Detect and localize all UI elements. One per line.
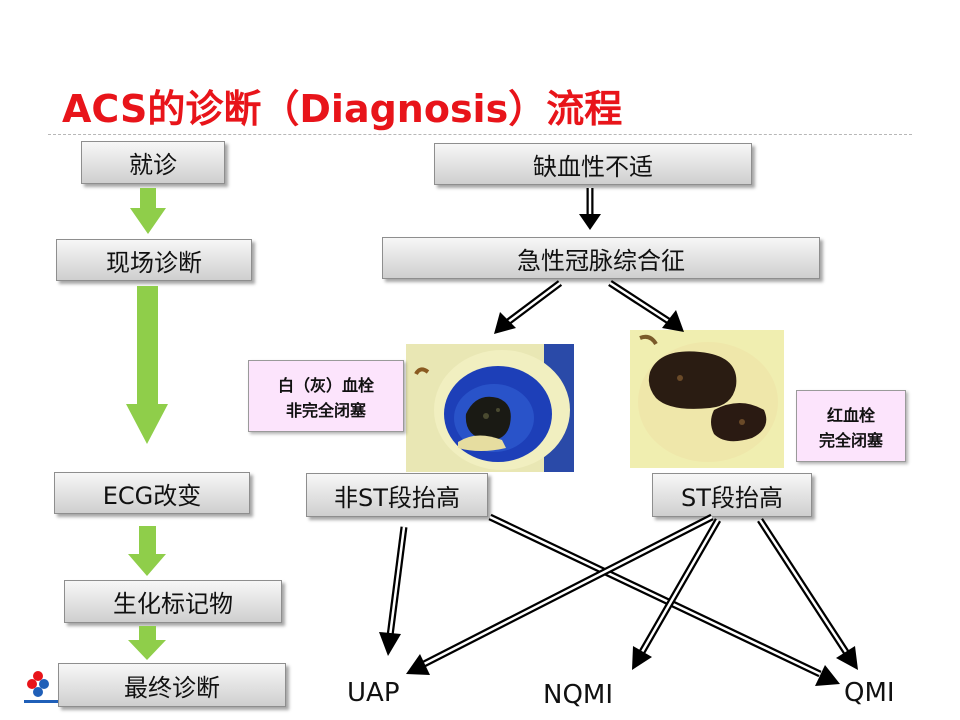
arrow-st-to-uap <box>406 513 714 675</box>
white-thrombus-label: 白（灰）血栓 非完全闭塞 <box>248 360 404 432</box>
arrow-top-to-acs <box>579 188 601 230</box>
green-arrow-1 <box>130 188 166 234</box>
outcome-uap: UAP <box>347 678 400 708</box>
step-field-diagnosis: 现场诊断 <box>56 239 252 281</box>
red-thrombus-label: 红血栓 完全闭塞 <box>796 390 906 462</box>
title-divider <box>48 134 912 135</box>
green-arrows <box>126 188 168 660</box>
outcome-nqmi: NQMI <box>543 680 614 710</box>
step-ecg-change: ECG改变 <box>54 472 250 514</box>
black-arrows <box>379 188 858 686</box>
step-visit: 就诊 <box>81 141 225 184</box>
outcome-qmi: QMI <box>844 678 895 708</box>
red-thrombus-label-line2: 完全闭塞 <box>818 430 883 450</box>
box-ischemic-discomfort: 缺血性不适 <box>434 143 752 185</box>
green-arrow-3 <box>128 526 166 576</box>
step-biomarkers: 生化标记物 <box>64 580 282 623</box>
box-non-st-elevation: 非ST段抬高 <box>306 473 488 517</box>
red-thrombus-image <box>630 330 784 468</box>
page-title: ACS的诊断（Diagnosis）流程 <box>62 87 623 131</box>
white-thrombus-label-line2: 非完全闭塞 <box>285 400 366 420</box>
box-st-elevation: ST段抬高 <box>652 473 812 517</box>
logo-icon <box>24 671 58 703</box>
arrow-nonst-to-qmi <box>488 513 840 686</box>
green-arrow-2 <box>126 286 168 444</box>
arrow-nonst-to-uap <box>379 526 408 656</box>
arrow-st-to-qmi <box>757 518 858 670</box>
white-thrombus-label-line1: 白（灰）血栓 <box>277 375 374 395</box>
white-thrombus-image <box>406 344 574 472</box>
arrow-acs-to-left <box>494 280 563 334</box>
step-final-diagnosis: 最终诊断 <box>58 663 286 707</box>
arrow-acs-to-right <box>608 280 684 332</box>
box-acs: 急性冠脉综合征 <box>382 237 820 279</box>
arrow-st-to-nqmi <box>632 518 722 670</box>
green-arrow-4 <box>128 626 166 660</box>
red-thrombus-label-line1: 红血栓 <box>826 405 875 425</box>
